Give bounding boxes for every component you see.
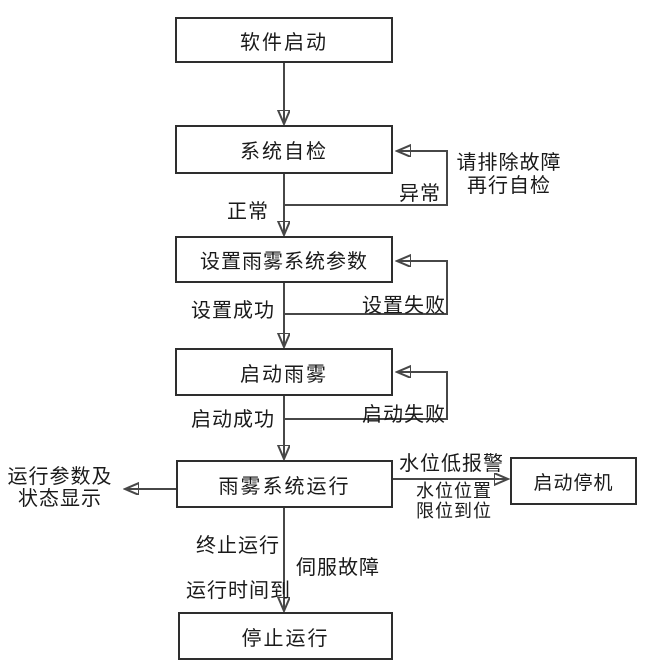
node-set-rainfog-params: 设置雨雾系统参数 xyxy=(175,236,393,283)
edge-label-normal: 正常 xyxy=(227,199,269,223)
note-fix-fault: 请排除故障 再行自检 xyxy=(448,151,570,197)
edge-label-run-time-up: 运行时间到 xyxy=(186,578,291,602)
note-fix-fault-line2: 再行自检 xyxy=(467,173,551,197)
edge-label-water-low-alarm: 水位低报警 xyxy=(399,451,504,475)
node-start-shutdown: 启动停机 xyxy=(510,457,637,505)
arrow-startfail-loop-icon xyxy=(284,372,448,420)
edge-label-abnormal: 异常 xyxy=(399,181,441,205)
edge-label-start-success: 启动成功 xyxy=(191,407,275,431)
edge-label-water-position-line2: 限位到位 xyxy=(416,501,492,522)
node-set-rainfog-params-label: 设置雨雾系统参数 xyxy=(200,249,368,273)
note-status-display-line1: 运行参数及 xyxy=(7,464,113,488)
node-start-rainfog: 启动雨雾 xyxy=(175,348,393,396)
edge-label-set-success: 设置成功 xyxy=(191,298,275,322)
node-stop-running-label: 停止运行 xyxy=(241,625,330,650)
node-software-start: 软件启动 xyxy=(175,17,393,63)
edge-label-water-position-line1: 水位位置 xyxy=(416,481,492,502)
node-rainfog-system-running: 雨雾系统运行 xyxy=(176,460,393,508)
node-stop-running: 停止运行 xyxy=(178,612,393,660)
note-status-display: 运行参数及 状态显示 xyxy=(2,465,118,509)
edge-label-servo-fault: 伺服故障 xyxy=(296,555,380,579)
node-start-shutdown-label: 启动停机 xyxy=(533,471,614,494)
edge-label-terminate-run: 终止运行 xyxy=(196,533,280,557)
node-rainfog-system-running-label: 雨雾系统运行 xyxy=(218,473,351,498)
arrow-abnormal-loop-icon xyxy=(284,151,448,206)
arrow-setfail-loop-icon xyxy=(284,261,448,315)
node-start-rainfog-label: 启动雨雾 xyxy=(240,361,328,386)
note-status-display-line2: 状态显示 xyxy=(18,486,102,510)
node-system-self-check-label: 系统自检 xyxy=(240,139,328,163)
node-software-start-label: 软件启动 xyxy=(240,29,328,54)
edge-label-start-fail: 启动失败 xyxy=(362,402,446,426)
node-system-self-check: 系统自检 xyxy=(175,125,393,174)
edge-label-set-fail: 设置失败 xyxy=(362,293,446,317)
edge-label-water-position-limit: 水位位置 限位到位 xyxy=(411,482,497,522)
note-fix-fault-line1: 请排除故障 xyxy=(456,150,562,174)
